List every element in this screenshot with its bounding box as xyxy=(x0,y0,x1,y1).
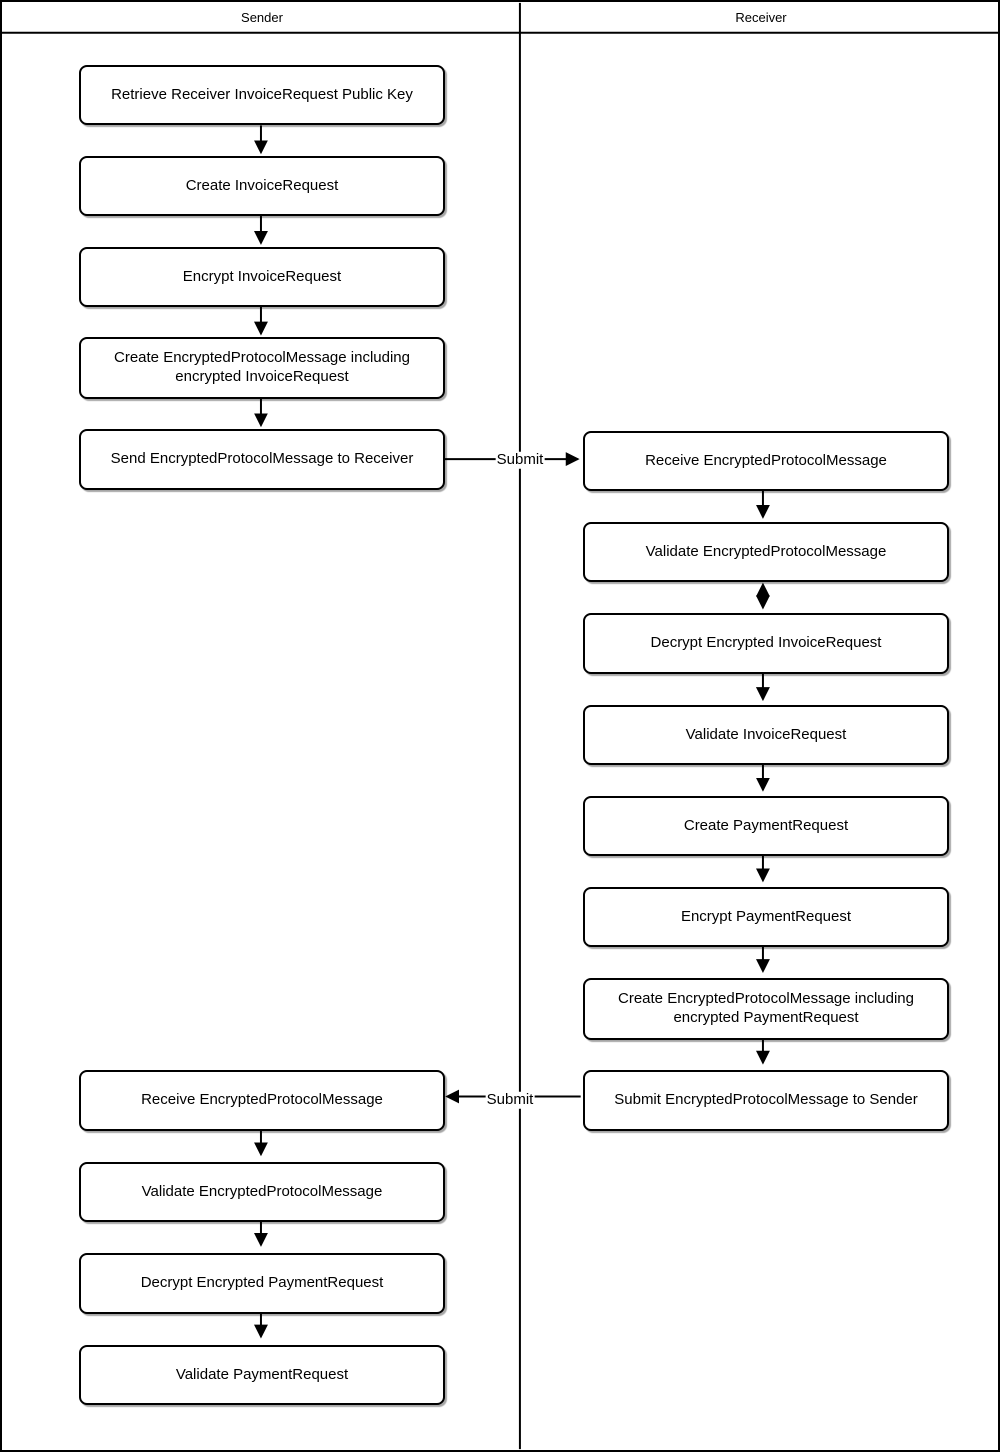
flow-node-validate-epm-receiver: Validate EncryptedProtocolMessage xyxy=(583,522,949,582)
flow-node-validate-invoicerequest: Validate InvoiceRequest xyxy=(583,705,949,765)
flow-node-create-paymentrequest: Create PaymentRequest xyxy=(583,796,949,856)
flow-node-encrypt-invoicerequest: Encrypt InvoiceRequest xyxy=(79,247,445,307)
flow-node-retrieve-receiver-invoicerequest-public-key: Retrieve Receiver InvoiceRequest Public … xyxy=(79,65,445,125)
lane-header-receiver: Receiver xyxy=(735,9,787,25)
flow-node-create-epm-including-paymentrequest: Create EncryptedProtocolMessage includin… xyxy=(583,978,949,1040)
flow-node-validate-paymentrequest: Validate PaymentRequest xyxy=(79,1345,445,1405)
flow-node-decrypt-encrypted-paymentrequest: Decrypt Encrypted PaymentRequest xyxy=(79,1253,445,1314)
flow-node-validate-epm-sender: Validate EncryptedProtocolMessage xyxy=(79,1162,445,1222)
edge-label-submit-to-sender: Submit xyxy=(485,1090,535,1109)
flow-node-create-epm-including-invoicerequest: Create EncryptedProtocolMessage includin… xyxy=(79,337,445,399)
flow-node-receive-epm-sender: Receive EncryptedProtocolMessage xyxy=(79,1070,445,1131)
flow-node-encrypt-paymentrequest: Encrypt PaymentRequest xyxy=(583,887,949,947)
flow-node-receive-epm-receiver: Receive EncryptedProtocolMessage xyxy=(583,431,949,491)
flow-node-decrypt-encrypted-invoicerequest: Decrypt Encrypted InvoiceRequest xyxy=(583,613,949,674)
edge-label-submit-to-receiver: Submit xyxy=(495,450,545,469)
flow-node-create-invoicerequest: Create InvoiceRequest xyxy=(79,156,445,216)
flow-node-send-epm-to-receiver: Send EncryptedProtocolMessage to Receive… xyxy=(79,429,445,490)
flow-node-submit-epm-to-sender: Submit EncryptedProtocolMessage to Sende… xyxy=(583,1070,949,1131)
lane-header-sender: Sender xyxy=(241,9,283,25)
